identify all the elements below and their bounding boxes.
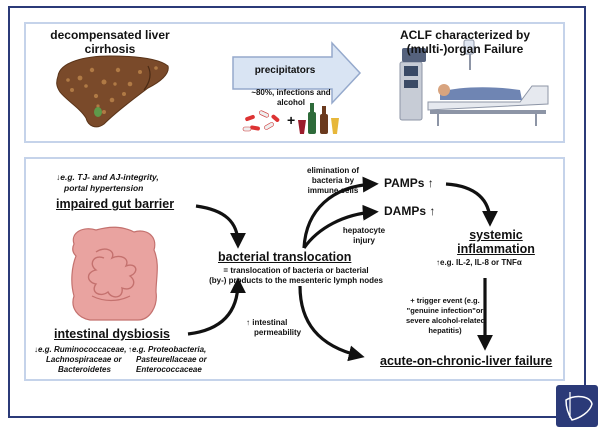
systemic-inflammation-label-2: inflammation [457, 242, 535, 256]
translocation-definition-2: (by-) products to the mesenteric lymph n… [209, 276, 383, 285]
hepatocyte-label-2: injury [353, 236, 375, 245]
alcohol-bottles-icon [298, 103, 339, 134]
plus-sign: + [287, 112, 296, 128]
damps-label: DAMPs ↑ [384, 204, 436, 218]
intestinal-dysbiosis-label: intestinal dysbiosis [54, 327, 171, 341]
aclf-title-1: ACLF characterized by [399, 28, 531, 42]
aclf-title-2: (multi-)organ Failure [406, 42, 524, 56]
gut-barrier-label: impaired gut barrier [56, 197, 175, 211]
arrow-gut-to-translocation [195, 204, 246, 249]
precipitators-arrow [232, 41, 362, 105]
arrow-translocation-to-aclf [298, 285, 365, 362]
precipitators-label: precipitators [254, 65, 316, 76]
bacterial-translocation-label: bacterial translocation [218, 250, 352, 264]
decreased-bacteria-1: ↓e.g. Ruminococcaceae, [34, 345, 127, 354]
tj-note-2: portal hypertension [64, 183, 144, 193]
intestine-icon [71, 226, 158, 321]
journal-logo [556, 385, 598, 427]
arrow-pamps-to-inflammation [445, 182, 498, 227]
systemic-inflammation-label-1: systemic [469, 228, 523, 242]
elimination-label-1: elimination of [307, 166, 359, 175]
infections-label-1: ~80%, infections and [251, 88, 331, 97]
elimination-label-3: immune cells [307, 186, 359, 195]
figure-frame [8, 6, 586, 418]
cytokines-note: ↑e.g. IL-2, IL-8 or TNFα [436, 258, 522, 267]
pills-icon [242, 110, 280, 132]
increased-bacteria-1: ↑e.g. Proteobacteria, [128, 345, 207, 354]
tj-note-1: ↓e.g. TJ- and AJ-integrity, [56, 172, 159, 182]
liver-title-2: cirrhosis [84, 42, 136, 56]
liver-icon [56, 55, 169, 128]
increased-bacteria-2: Pasteurellaceae or [136, 355, 207, 364]
permeability-note-1: ↑ intestinal [246, 318, 288, 327]
translocation-definition-1: = translocation of bacteria or bacterial [223, 266, 369, 275]
infections-label-2: alcohol [276, 98, 305, 107]
trigger-note-4: hepatitis) [428, 326, 462, 335]
trigger-note-2: "genuine infection"or [406, 306, 484, 315]
trigger-note-3: severe alcohol-related [406, 316, 486, 325]
decreased-bacteria-2: Lachnospiraceae or [46, 355, 122, 364]
trigger-note-1: + trigger event (e.g. [410, 296, 480, 305]
aclf-outcome-label: acute-on-chronic-liver failure [380, 354, 553, 368]
arrow-dysbiosis-to-translocation [187, 277, 246, 336]
decreased-bacteria-3: Bacteroidetes [58, 365, 111, 374]
arrow-translocation-to-pamps [302, 176, 379, 249]
hepatocyte-label-1: hepatocyte [342, 226, 386, 235]
increased-bacteria-3: Enterococcaceae [136, 365, 202, 374]
permeability-note-2: permeability [254, 328, 302, 337]
liver-title-1: decompensated liver [50, 28, 170, 42]
elimination-label-2: bacteria by [311, 176, 355, 185]
pamps-label: PAMPs ↑ [384, 176, 434, 190]
arrow-translocation-to-damps [302, 204, 379, 249]
icu-patient-icon [399, 39, 549, 126]
